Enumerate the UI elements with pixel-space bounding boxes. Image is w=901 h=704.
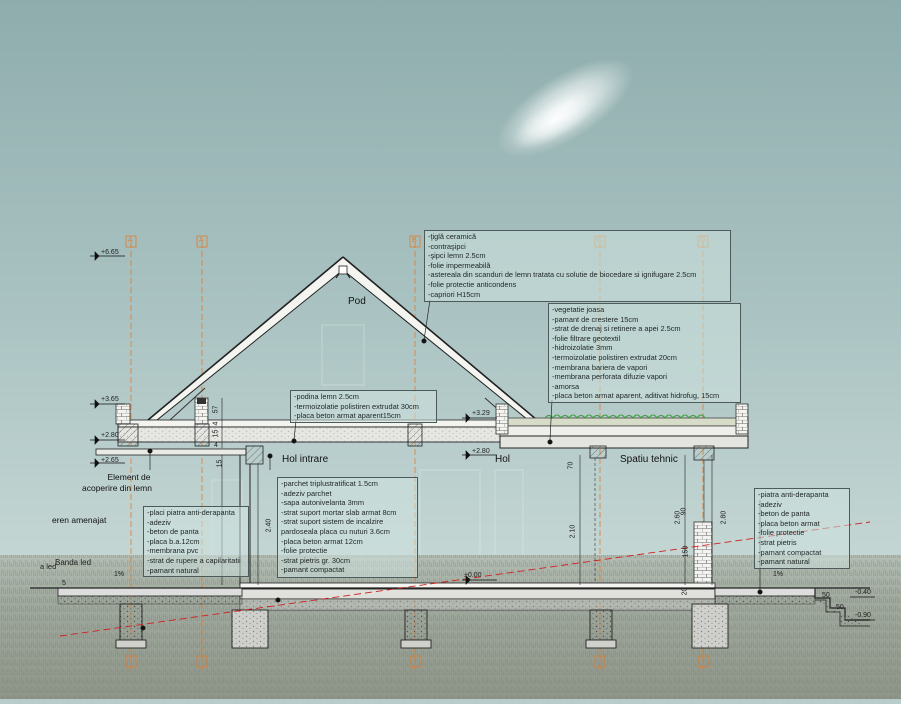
dim-2-10: 2.10	[569, 524, 577, 539]
axis-label-a2: A	[199, 237, 204, 244]
level-2-80-right: +2.80	[472, 448, 490, 455]
dim-2-40: 2.40	[265, 518, 273, 533]
note-roof-layers: -ţiglă ceramică -contraşipci -şipci lemn…	[424, 230, 731, 302]
level-3-65: +3.65	[101, 396, 119, 403]
foundations	[115, 603, 729, 649]
dim-50-a: 50	[822, 592, 830, 599]
dim-2-80: 2.80	[720, 510, 728, 525]
level-markers	[90, 251, 875, 621]
axis-label-b: B	[412, 237, 417, 244]
note-left-terrace-layers: -placi piatra anti-derapanta -adeziv -be…	[143, 506, 249, 577]
dim-15-b: 15	[216, 459, 224, 468]
attic-floor-slab	[115, 397, 501, 447]
level-3-29: +3.29	[472, 410, 490, 417]
level-0-00: ±0.00	[464, 572, 482, 579]
room-pod: Pod	[348, 296, 366, 307]
room-hol-intrare: Hol intrare	[282, 454, 329, 465]
note-right-terrace-layers: -piatra anti-derapanta -adeziv -beton de…	[754, 488, 850, 569]
dim-50-b: 50	[836, 604, 844, 611]
dim-150: 150	[682, 545, 690, 558]
dim-4-b: 4	[214, 442, 218, 449]
canopy-label-line1: Element de	[107, 472, 151, 482]
level-minus-0-90: -0.90	[855, 612, 871, 619]
level-minus-0-40: -0.40	[855, 589, 871, 596]
led-strip-label: Banda led	[55, 558, 92, 567]
terrain-label: eren amenajat	[52, 515, 107, 525]
axis-label-a1: A	[128, 237, 133, 244]
slope-left: 1%	[114, 571, 125, 578]
slope-right: 1%	[773, 571, 784, 578]
level-2-65: +2.65	[101, 457, 119, 464]
led-label: a led	[40, 562, 57, 571]
room-hol: Hol	[495, 454, 511, 465]
note-green-roof-layers: -vegetatie joasa -pamant de crestere 15c…	[548, 303, 741, 403]
note-interior-floor-layers: -parchet triplustratificat 1.5cm -adeziv…	[277, 477, 418, 578]
dim-5: 5	[62, 580, 66, 587]
ground-floor-slab	[30, 582, 870, 627]
cloud	[496, 58, 634, 158]
timber-canopy	[95, 448, 247, 456]
dim-57: 57	[212, 405, 220, 414]
dim-90: 90	[680, 507, 688, 516]
dim-70: 70	[567, 461, 575, 470]
sight-line	[59, 521, 871, 637]
green-roof	[495, 403, 749, 461]
dim-15-a: 15	[212, 429, 220, 438]
dim-4-a: 4	[212, 421, 220, 426]
dim-20: 20	[681, 587, 689, 596]
level-6-65: +6.65	[101, 249, 119, 256]
level-2-80-left: +2.80	[101, 432, 119, 439]
canopy-label-line2: acoperire din lemn	[82, 483, 152, 493]
room-spatiu-tehnic: Spatiu tehnic	[620, 454, 678, 465]
note-attic-floor-layers: -podina lemn 2.5cm -termoizolatie polist…	[290, 390, 437, 423]
